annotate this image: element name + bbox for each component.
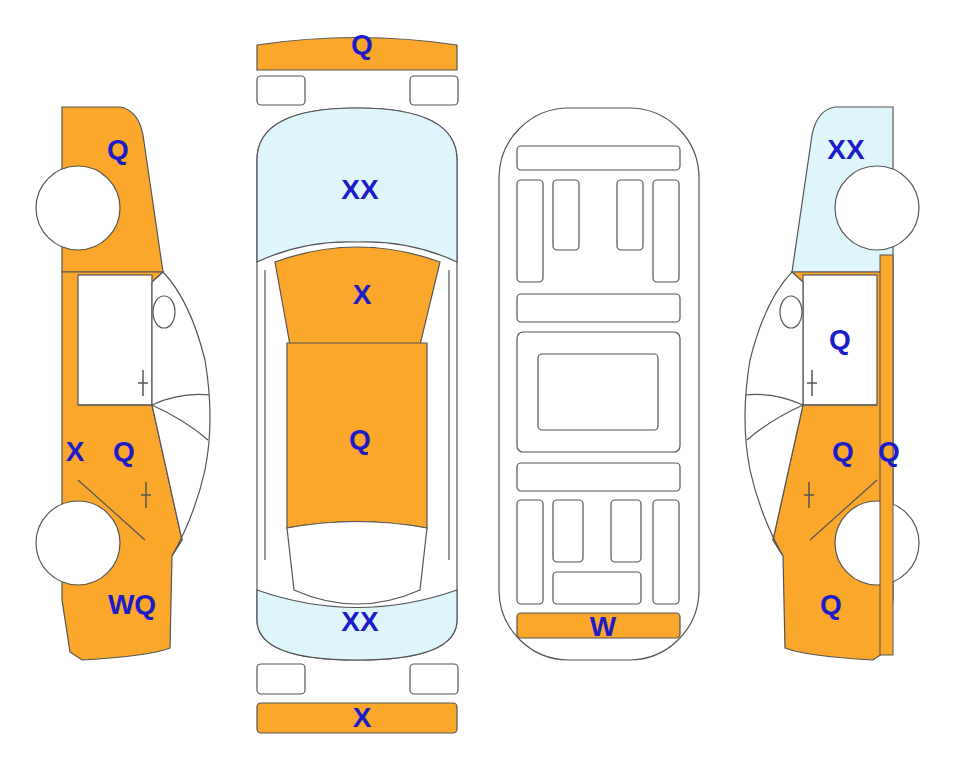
damage-code: Q [349, 426, 371, 454]
rear-bumper [257, 703, 457, 733]
damage-code: XX [341, 608, 378, 636]
body-outline [257, 108, 457, 660]
side-line [265, 270, 449, 560]
right-side-view [745, 107, 919, 660]
top-view [257, 38, 458, 734]
headlight [257, 76, 305, 105]
damage-code: Q [829, 326, 851, 354]
taillight [257, 664, 305, 694]
underside-outline [499, 108, 699, 660]
damage-code: X [353, 704, 372, 732]
taillight [410, 664, 458, 694]
left-side-view [36, 107, 210, 660]
damage-code: Q [113, 438, 135, 466]
rear-window [287, 522, 427, 605]
damage-code: Q [820, 591, 842, 619]
roof [287, 343, 427, 528]
damage-code: XX [827, 136, 864, 164]
damage-code: Q [107, 136, 129, 164]
damage-code: WQ [108, 591, 156, 619]
damage-code: X [66, 438, 85, 466]
underside-view [499, 108, 699, 660]
damage-code: W [590, 613, 616, 641]
damage-code: X [353, 281, 372, 309]
headlight [410, 76, 458, 105]
damage-code: Q [832, 438, 854, 466]
hood [257, 108, 457, 262]
trunk [257, 590, 457, 660]
damage-code: Q [351, 31, 373, 59]
damage-code: Q [878, 438, 900, 466]
damage-code: XX [341, 176, 378, 204]
windshield [275, 247, 440, 345]
